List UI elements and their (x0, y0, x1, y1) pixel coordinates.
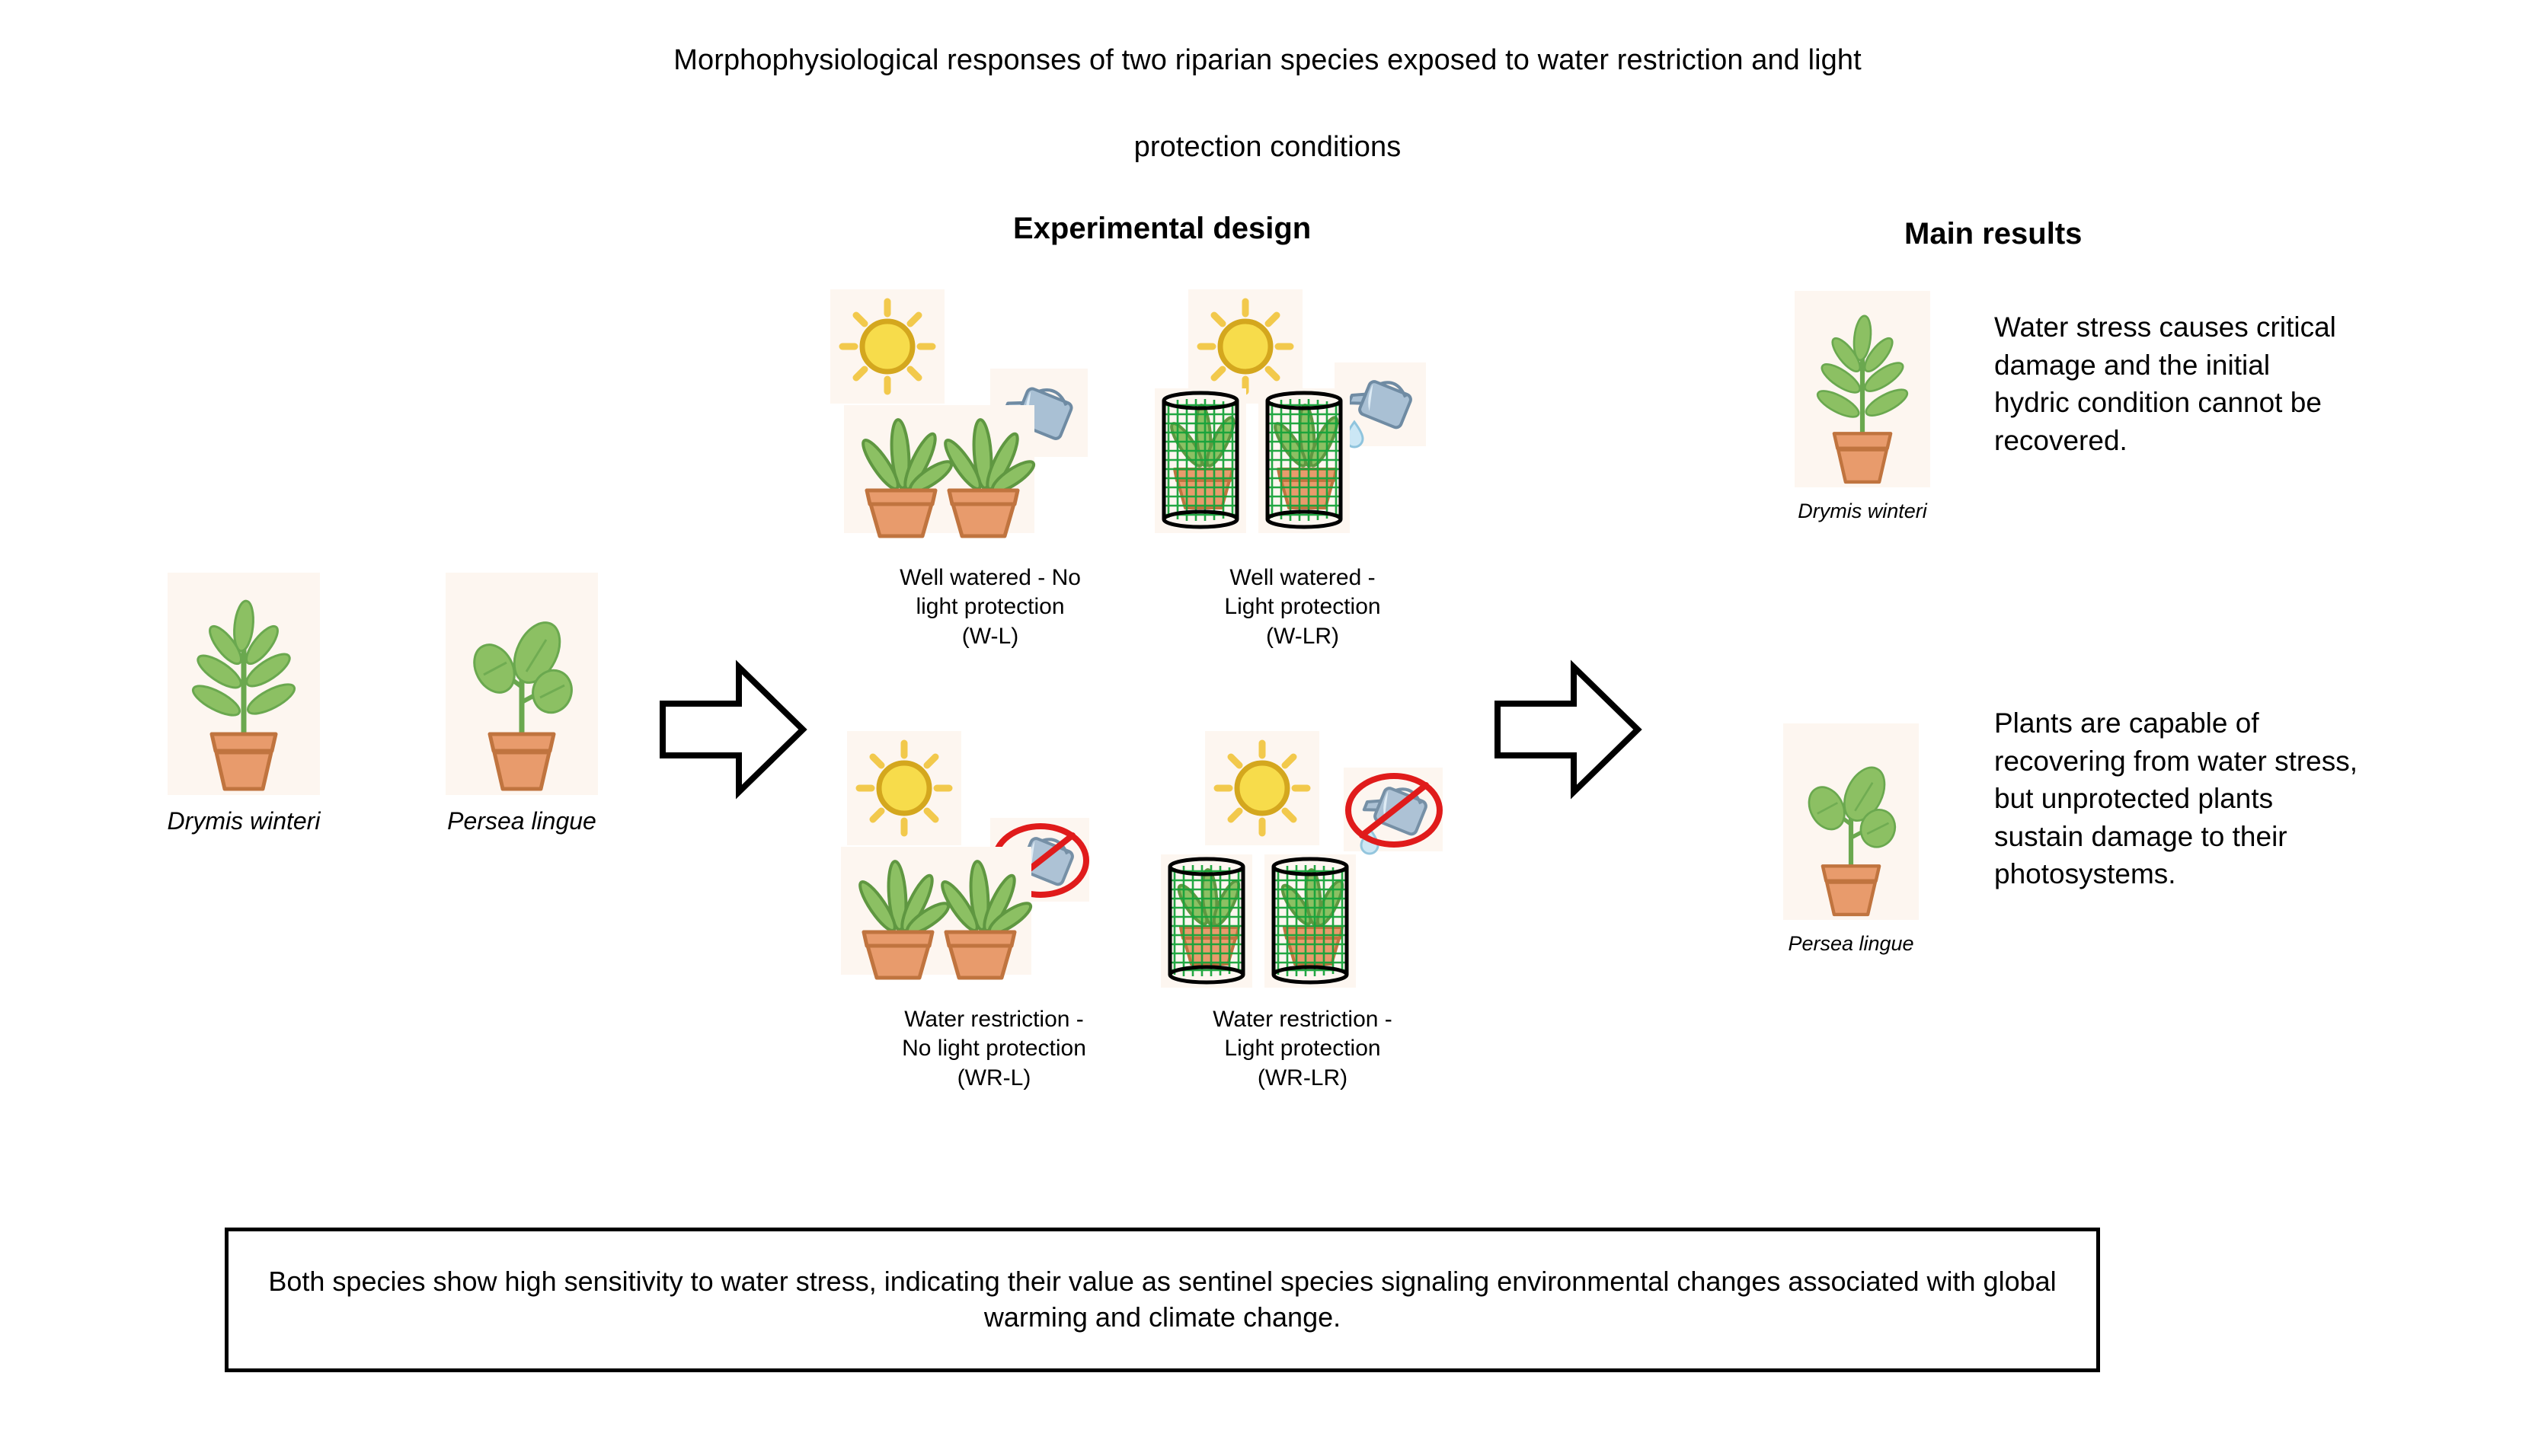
potted-plant-persea-icon (1783, 723, 1919, 920)
light-protection-cages (1155, 388, 1350, 533)
treatment-illustration-w-lr (1143, 289, 1462, 564)
sun-icon (847, 731, 961, 845)
species-caption: Persea lingue (447, 807, 596, 835)
potted-plant-drymis-icon (168, 573, 320, 795)
flow-arrow-to-results-icon (1491, 656, 1644, 803)
potted-plant-persea-icon (446, 573, 598, 795)
treatment-group-w-l: Well watered - No light protection (W-L) (830, 289, 1150, 651)
treatment-label-w-lr: Well watered - Light protection (W-LR) (1224, 565, 1381, 649)
treatment-illustration-wr-l (830, 731, 1158, 1005)
result-species-caption: Drymis winteri (1798, 500, 1927, 522)
treatment-group-wr-lr: Water restriction - Light protection (WR… (1143, 731, 1462, 1093)
page-title-line-2: protection conditions (1133, 131, 1402, 163)
result-species-caption: Persea lingue (1788, 932, 1914, 955)
result-species-card-persea-lingue: Persea lingue (1756, 723, 1946, 956)
conclusion-text: Both species show high sensitivity to wa… (268, 1266, 2057, 1333)
section-heading-experimental-design: Experimental design (1013, 212, 1312, 245)
no-watering-icon (1344, 768, 1443, 855)
species-card-persea-lingue: Persea lingue (415, 573, 628, 835)
potted-plant-drymis-icon (1795, 291, 1930, 487)
flow-arrow-to-design-icon (657, 656, 809, 803)
treatment-label-w-l: Well watered - No light protection (W-L) (900, 565, 1081, 649)
treatment-label-wr-l: Water restriction - No light protection … (902, 1007, 1086, 1090)
treatment-illustration-w-l (830, 289, 1150, 564)
sun-icon (1188, 289, 1303, 404)
treatment-illustration-wr-lr (1143, 731, 1462, 1005)
result-text-persea: Plants are capable of recovering from wa… (1994, 707, 2358, 890)
species-caption: Drymis winteri (167, 807, 321, 835)
treatment-group-w-lr: Well watered - Light protection (W-LR) (1143, 289, 1462, 651)
page-title-line-1: Morphophysiological responses of two rip… (673, 44, 1862, 76)
sun-icon (830, 289, 945, 404)
species-card-drymis-winteri: Drymis winteri (137, 573, 350, 835)
result-text-drymis: Water stress causes critical damage and … (1994, 311, 2336, 456)
treatment-label-wr-lr: Water restriction - Light protection (WR… (1213, 1007, 1392, 1090)
section-heading-main-results: Main results (1904, 217, 2083, 251)
sun-icon (1205, 731, 1319, 845)
conclusion-box: Both species show high sensitivity to wa… (225, 1228, 2100, 1372)
treatment-group-wr-l: Water restriction - No light protection … (830, 731, 1158, 1093)
result-species-card-drymis-winteri: Drymis winteri (1767, 291, 1958, 523)
light-protection-cages (1161, 854, 1356, 988)
